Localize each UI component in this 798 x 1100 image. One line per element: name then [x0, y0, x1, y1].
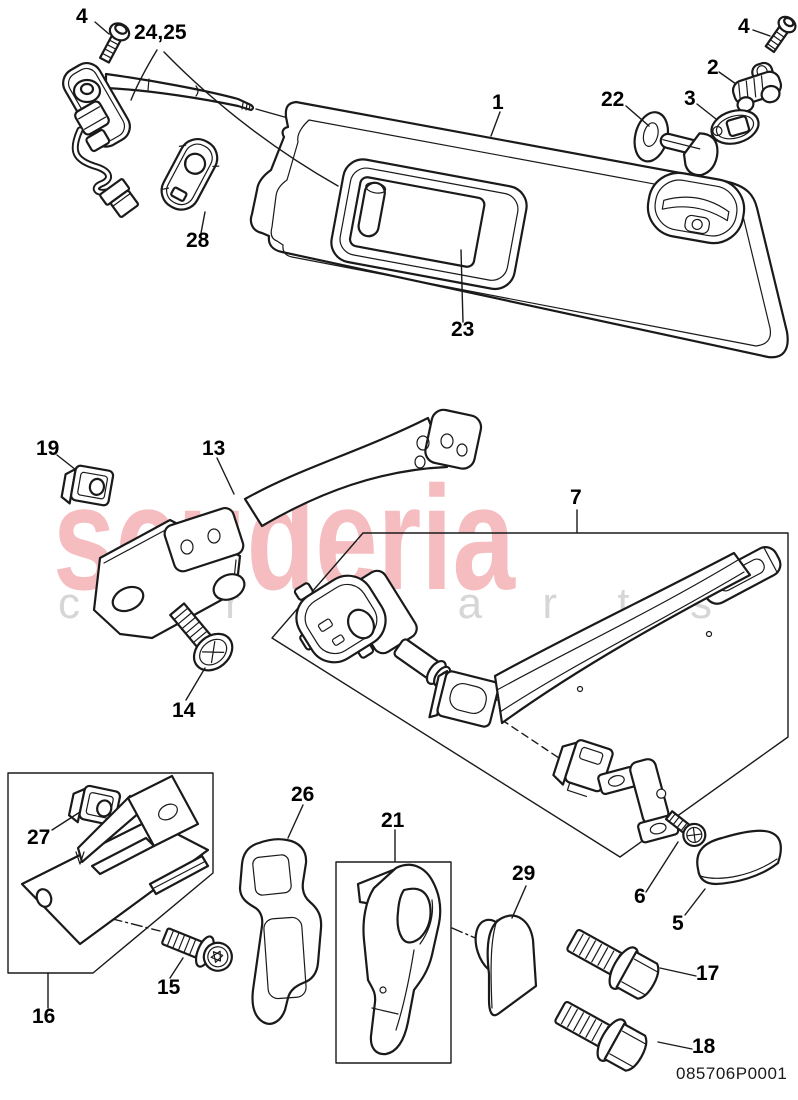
grab-handle — [493, 546, 782, 725]
catalog-part-number: 085706P0001 — [676, 1064, 788, 1083]
part-label-6: 6 — [634, 885, 646, 908]
part-label-14: 14 — [172, 699, 196, 722]
part-label-17: 17 — [696, 962, 720, 985]
part-label-19: 19 — [36, 437, 60, 460]
phillips-screw-6 — [664, 810, 707, 848]
assembly-box-7 — [271, 532, 789, 858]
swivel-clamp-2 — [731, 61, 783, 113]
leader-lines — [47, 21, 771, 1050]
u-bracket — [597, 758, 680, 844]
part-label-3: 3 — [684, 87, 696, 110]
countersunk-screw-14 — [169, 602, 234, 672]
part-label-24-25: 24,25 — [134, 21, 187, 44]
assembly-box-16 — [7, 772, 214, 974]
torx-screw-15 — [161, 927, 233, 972]
part-label-18: 18 — [692, 1035, 716, 1058]
part-label-21: 21 — [381, 809, 405, 832]
cover-29 — [474, 914, 538, 1017]
mounting-bracket-13 — [92, 408, 483, 640]
end-cover-5 — [696, 829, 782, 886]
support-bracket-16 — [20, 774, 210, 946]
part-label-26: 26 — [291, 783, 315, 806]
assembly-box-21 — [335, 861, 452, 1064]
part-label-5: 5 — [672, 912, 684, 935]
part-label-29: 29 — [512, 862, 536, 885]
vanity-mirror — [330, 158, 528, 291]
flange-bolt-17 — [566, 928, 660, 1000]
part-label-27: 27 — [27, 826, 51, 849]
lamp-plate-28 — [160, 138, 220, 211]
visor-pivot-assembly — [62, 62, 255, 218]
part-label-13: 13 — [202, 437, 226, 460]
part-label-23: 23 — [451, 318, 475, 341]
handle-mechanism — [293, 569, 418, 664]
gasket-26 — [238, 838, 323, 1025]
part-label-22: 22 — [601, 88, 625, 111]
clip-22 — [633, 111, 719, 177]
screw-4-right — [764, 15, 797, 54]
screw-4-left — [98, 22, 131, 64]
part-label-2: 2 — [707, 56, 719, 79]
hook-bracket-21 — [356, 863, 442, 1056]
clip-nut-19 — [60, 464, 115, 507]
flange-bolt-18 — [554, 1000, 648, 1072]
part-label-4-right: 4 — [738, 15, 750, 38]
part-label-1: 1 — [492, 91, 504, 114]
part-label-15: 15 — [157, 976, 181, 999]
visor-clip-recess — [646, 171, 746, 245]
part-label-16: 16 — [32, 1005, 56, 1028]
part-label-7: 7 — [570, 486, 582, 509]
part-label-28: 28 — [186, 229, 210, 252]
part-label-4-left: 4 — [76, 5, 88, 28]
handle-end-plate — [428, 670, 500, 728]
sun-visor — [249, 100, 789, 359]
mounting-ring-3 — [710, 109, 760, 145]
wire-connector — [99, 178, 140, 218]
